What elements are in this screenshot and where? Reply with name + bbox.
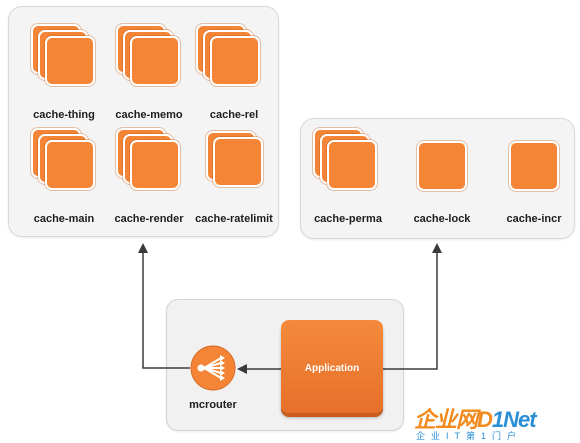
cache-node-cache-main: cache-main bbox=[19, 125, 109, 235]
instance-icon bbox=[397, 125, 487, 205]
cache-node-cache-rel: cache-rel bbox=[189, 21, 279, 131]
cache-node-cache-incr: cache-incr bbox=[489, 125, 579, 235]
node-label: cache-thing bbox=[33, 109, 95, 121]
watermark-main-text: 企业网D1Net bbox=[414, 407, 537, 432]
stacked-instances-icon bbox=[19, 125, 109, 205]
cache-node-cache-memo: cache-memo bbox=[104, 21, 194, 131]
watermark-logo: 企业网D1Net 企业IT第1门户 bbox=[414, 402, 574, 441]
stacked-instances-icon bbox=[104, 21, 194, 101]
stacked-instances-icon bbox=[19, 21, 109, 101]
node-label: cache-rel bbox=[209, 109, 259, 121]
node-label: cache-perma bbox=[314, 213, 382, 225]
cache-node-cache-thing: cache-thing bbox=[19, 21, 109, 131]
fan-out-router-icon bbox=[190, 345, 236, 391]
node-label: cache-ratelimit bbox=[195, 213, 273, 225]
cache-node-cache-perma: cache-perma bbox=[303, 125, 393, 235]
instance-icon bbox=[489, 125, 579, 205]
node-label: cache-incr bbox=[506, 213, 562, 225]
cache-node-cache-lock: cache-lock bbox=[397, 125, 487, 235]
node-label: cache-lock bbox=[413, 213, 471, 225]
application-box: Application bbox=[281, 320, 383, 413]
node-label: cache-render bbox=[114, 213, 184, 225]
node-label: cache-main bbox=[33, 213, 95, 225]
stacked-instances-icon bbox=[303, 125, 393, 205]
cache-node-cache-render: cache-render bbox=[104, 125, 194, 235]
left-cache-cluster-panel: cache-thing cache-memo cache-rel cache-m… bbox=[8, 6, 279, 237]
watermark-subtitle: 企业IT第1门户 bbox=[416, 431, 523, 441]
application-label: Application bbox=[304, 363, 360, 374]
mcrouter-label: mcrouter bbox=[189, 399, 237, 411]
right-cache-cluster-panel: cache-perma cache-lock cache-incr bbox=[300, 118, 575, 239]
stacked-instances-icon bbox=[189, 125, 279, 205]
stacked-instances-icon bbox=[104, 125, 194, 205]
stacked-instances-icon bbox=[189, 21, 279, 101]
node-label: cache-memo bbox=[115, 109, 183, 121]
cache-node-cache-ratelimit: cache-ratelimit bbox=[189, 125, 279, 235]
